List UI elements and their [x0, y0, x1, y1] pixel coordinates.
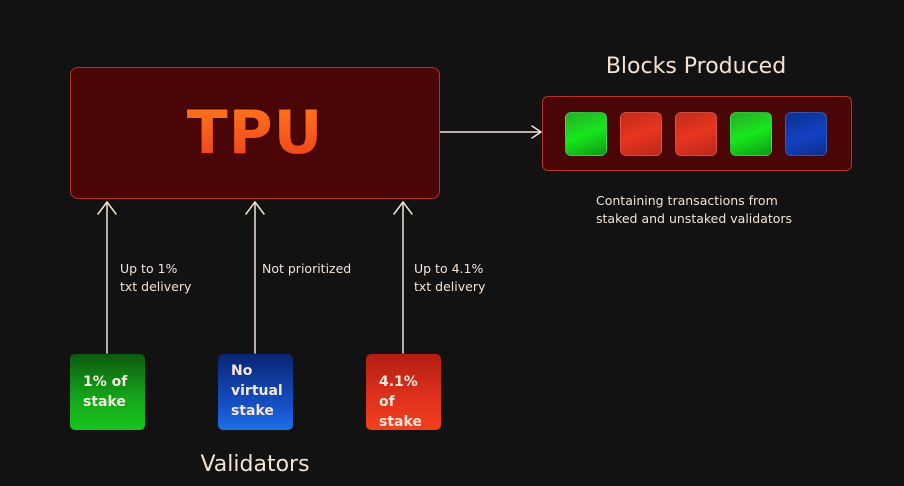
block-green	[565, 112, 607, 156]
edge-label-validator-3: Up to 4.1% txt delivery	[414, 260, 485, 296]
blocks-caption-line-2: staked and unstaked validators	[596, 211, 793, 226]
validator-label-line-2: stake	[379, 414, 422, 430]
validators-heading: Validators	[200, 452, 310, 477]
validator-label-line-2: stake	[83, 394, 126, 410]
validator-label-line-3: stake	[231, 403, 274, 419]
arrow-tpu-to-blocks	[439, 125, 542, 139]
block-red	[620, 112, 662, 156]
edge-label-validator-1: Up to 1% txt delivery	[120, 260, 191, 296]
validator-label-line-2: virtual	[231, 383, 283, 399]
blocks-caption: Containing transactions from staked and …	[596, 192, 826, 228]
block-red	[675, 112, 717, 156]
validator-no-virtual-stake: No virtual stake	[218, 354, 293, 430]
validator-label-line-1: No	[231, 363, 253, 379]
edge-label-line-2: txt delivery	[414, 279, 486, 294]
validator-4-1-percent-stake: 4.1% of stake	[366, 354, 441, 430]
edge-label-line-2: txt delivery	[120, 279, 192, 294]
edge-label-line-1: Up to 4.1%	[414, 261, 484, 276]
block-green	[730, 112, 772, 156]
blocks-caption-line-1: Containing transactions from	[596, 193, 778, 208]
validator-1-percent-stake: 1% of stake	[70, 354, 145, 430]
blocks-produced-heading: Blocks Produced	[605, 54, 787, 79]
block-blue	[785, 112, 827, 156]
tpu-title: TPU	[186, 98, 324, 168]
arrow-validator-2-to-tpu	[245, 201, 265, 354]
arrow-validator-1-to-tpu	[97, 201, 117, 354]
tpu-box: TPU	[70, 67, 440, 199]
blocks-container	[542, 96, 852, 171]
arrow-validator-3-to-tpu	[393, 201, 413, 354]
edge-label-line-1: Not prioritized	[262, 261, 352, 276]
validator-label-line-1: 1% of	[83, 374, 128, 390]
edge-label-line-1: Up to 1%	[120, 261, 178, 276]
validator-label-line-1: 4.1% of	[379, 374, 418, 410]
edge-label-validator-2: Not prioritized	[262, 260, 351, 278]
